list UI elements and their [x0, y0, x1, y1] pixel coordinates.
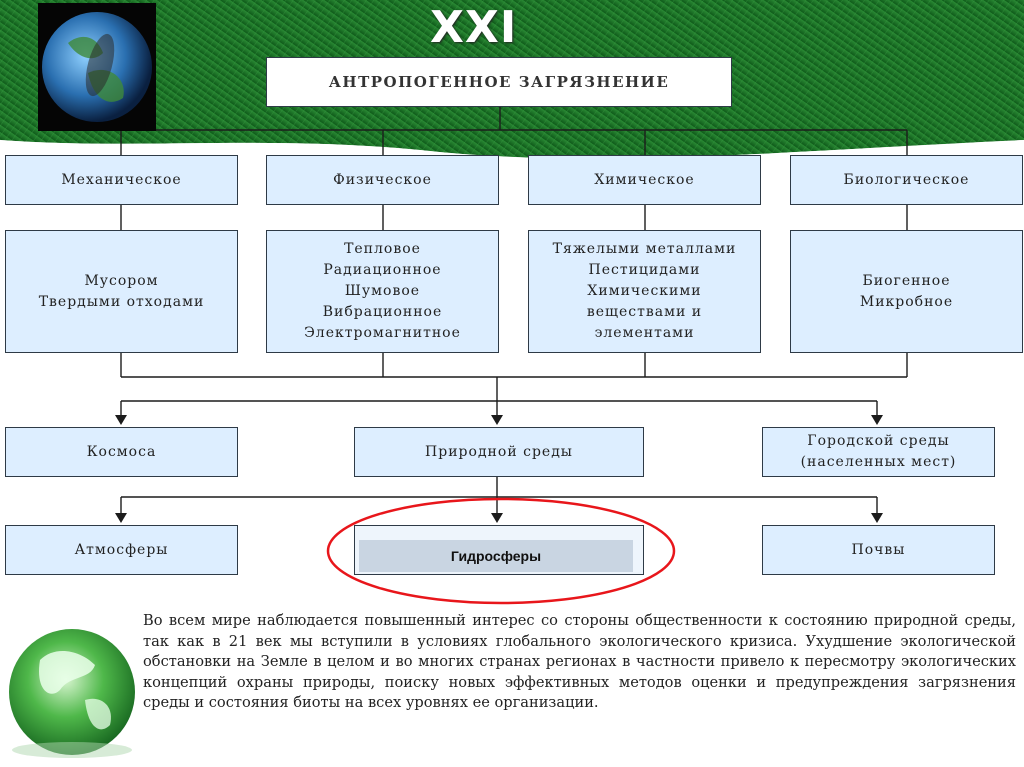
- detail-label: Тепловое Радиационное Шумовое Вибрационн…: [304, 241, 461, 341]
- hydrosphere-label: Гидросферы: [359, 540, 633, 572]
- detail-box-mechanical: Мусором Твердыми отходами: [5, 230, 238, 353]
- earth-logo: [38, 3, 156, 131]
- category-label: Химическое: [594, 171, 695, 188]
- description-paragraph: Во всем мире наблюдается повышенный инте…: [143, 612, 1016, 711]
- connectors: [120, 107, 908, 515]
- environment-box-natural: Природной среды: [354, 427, 644, 477]
- sphere-box-soil: Почвы: [762, 525, 995, 575]
- root-label: АНТРОПОГЕННОЕ ЗАГРЯЗНЕНИЕ: [328, 72, 670, 91]
- category-label: Физическое: [333, 171, 432, 188]
- root-box: АНТРОПОГЕННОЕ ЗАГРЯЗНЕНИЕ: [266, 57, 732, 107]
- green-globe-icon: [9, 629, 135, 758]
- environment-label: Природной среды: [425, 443, 573, 460]
- detail-label: Тяжелыми металлами Пестицидами Химически…: [552, 241, 737, 341]
- detail-box-physical: Тепловое Радиационное Шумовое Вибрационн…: [266, 230, 499, 353]
- sphere-box-atmosphere: Атмосферы: [5, 525, 238, 575]
- category-box-physical: Физическое: [266, 155, 499, 205]
- sphere-label: Почвы: [851, 541, 906, 558]
- environment-box-urban: Городской среды (населенных мест): [762, 427, 995, 477]
- category-box-biological: Биологическое: [790, 155, 1023, 205]
- environment-box-space: Космоса: [5, 427, 238, 477]
- category-box-mechanical: Механическое: [5, 155, 238, 205]
- category-label: Биологическое: [843, 171, 970, 188]
- detail-label: Биогенное Микробное: [859, 272, 954, 310]
- earth-footprint-icon: [42, 12, 152, 122]
- detail-box-biological: Биогенное Микробное: [790, 230, 1023, 353]
- environment-label: Городской среды (населенных мест): [800, 433, 957, 470]
- detail-label: Мусором Твердыми отходами: [38, 272, 205, 310]
- sphere-label: Атмосферы: [74, 541, 169, 558]
- category-label: Механическое: [61, 171, 182, 188]
- environment-label: Космоса: [86, 443, 157, 460]
- detail-box-chemical: Тяжелыми металлами Пестицидами Химически…: [528, 230, 761, 353]
- category-box-chemical: Химическое: [528, 155, 761, 205]
